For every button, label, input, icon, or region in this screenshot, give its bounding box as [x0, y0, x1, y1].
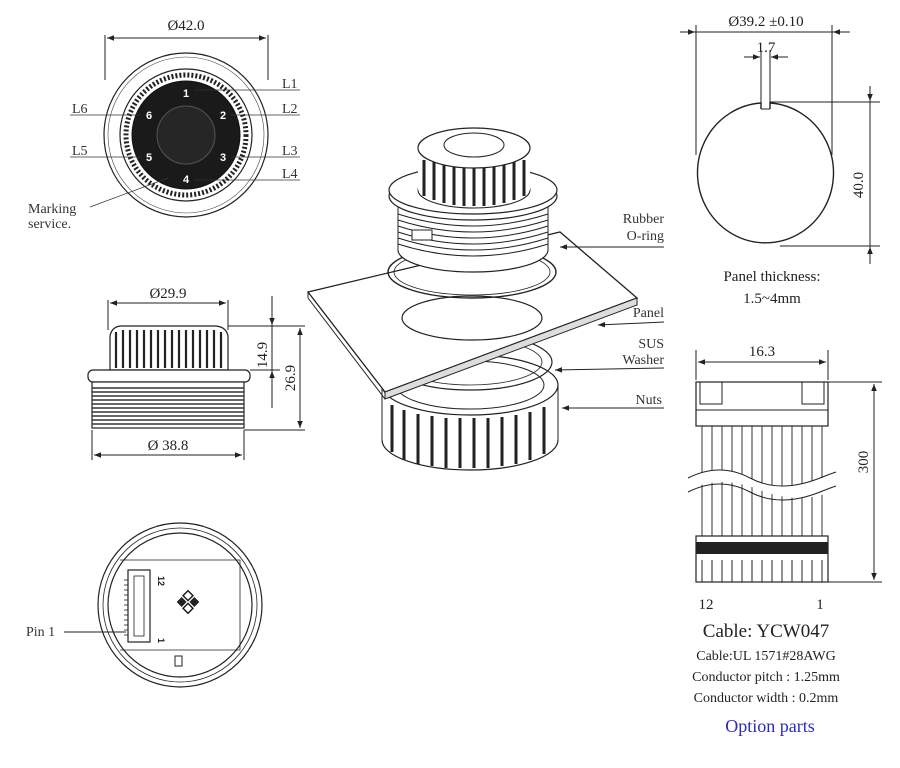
key-tab: [411, 229, 433, 241]
label-sus-line1: SUS: [638, 337, 664, 352]
pin-number-6: 6: [146, 110, 152, 122]
connector-contacts: [701, 560, 823, 582]
outer-rim-inner: [107, 56, 265, 214]
break-fill: [688, 470, 836, 498]
logo-mark-icon: [176, 589, 200, 615]
label-panel: Panel: [633, 306, 664, 321]
cable-length-label: 300: [856, 451, 872, 474]
latch-left: [699, 381, 723, 405]
key-width-label: 1.7: [757, 40, 776, 56]
option-parts-label: Option parts: [725, 716, 815, 736]
label-l1: L1: [282, 77, 298, 92]
knob-body: [109, 325, 229, 371]
bottom-inner-ring: [107, 532, 253, 678]
diameter-29-9-label: Ø29.9: [149, 286, 186, 302]
label-l3: L3: [282, 144, 298, 159]
pin1-label: Pin 1: [26, 625, 55, 640]
pin-number-5: 5: [146, 152, 152, 164]
pin-number-1: 1: [183, 88, 189, 100]
cable-width-label: 16.3: [749, 344, 775, 360]
marking-label-line1: Marking: [28, 202, 76, 217]
thread-lines: [92, 387, 244, 425]
panel-edge: [384, 297, 638, 400]
diameter-38-8-label: Ø 38.8: [148, 438, 189, 454]
pin-number-4: 4: [183, 174, 190, 186]
panel-edge-left: [307, 297, 386, 400]
break-line-top: [687, 469, 837, 487]
side-view: Ø29.9 14.9: [87, 286, 305, 460]
knurl-texture: [123, 72, 249, 198]
top-view: Ø42.0 1 2 3 4 5 6 L1 L2 L3 L4 L5 L6 Mark…: [28, 18, 300, 232]
pin-number-2: 2: [220, 110, 226, 122]
panel-hole: [401, 295, 543, 341]
knob-ribs: [114, 330, 223, 368]
center-insulator: [156, 105, 216, 165]
label-l6: L6: [72, 102, 88, 117]
diameter-42-label: Ø42.0: [167, 18, 204, 34]
bottom-outer-ring: [102, 527, 258, 683]
pin-number-3: 3: [220, 152, 226, 164]
cable-spec-pitch: Conductor pitch : 1.25mm: [692, 670, 840, 685]
marking-label-line2: service.: [28, 217, 71, 232]
height-14-9-label: 14.9: [255, 342, 271, 368]
label-l2: L2: [282, 102, 298, 117]
label-rubber-line2: O-ring: [627, 229, 664, 244]
knob-ribs-iso: [422, 160, 526, 206]
bottom-pin-1: 1: [156, 638, 166, 643]
cable-view: 16.3: [687, 344, 882, 736]
cable-pin-12: 12: [699, 597, 714, 613]
leader-panel: [597, 321, 665, 328]
break-line-bottom: [687, 483, 837, 501]
nut-ribs: [390, 405, 546, 468]
height-26-9-label: 26.9: [283, 365, 299, 391]
knob-center: [443, 132, 505, 158]
panel-thickness-label: Panel thickness:: [723, 269, 820, 285]
exploded-view: Rubber O-ring Panel SUS Washer Nuts: [306, 127, 665, 471]
flange: [87, 369, 251, 383]
panel-cutout-view: Ø39.2 ±0.10 1.7 40.0 Panel thickness: 1.…: [680, 14, 880, 307]
label-l4: L4: [282, 167, 298, 182]
cutout-outline: [696, 102, 835, 244]
bottom-key-slot: [174, 655, 183, 667]
cutout-height-label: 40.0: [851, 172, 867, 198]
bottom-view: 12 1 Pin 1: [26, 522, 263, 688]
connector-band: [696, 542, 828, 554]
cable-spec-awg: Cable:UL 1571#28AWG: [696, 649, 836, 664]
marking-leader: [89, 177, 169, 208]
panel-thickness-value: 1.5~4mm: [743, 291, 801, 307]
threaded-body: [91, 381, 245, 429]
latch-right: [801, 381, 825, 405]
label-rubber-line1: Rubber: [623, 212, 665, 227]
label-l5: L5: [72, 144, 88, 159]
leader-washer: [554, 367, 665, 373]
header-pins: [124, 579, 128, 636]
cable-title: Cable: YCW047: [703, 621, 829, 642]
pcb-outline: [120, 559, 241, 651]
label-sus-line2: Washer: [622, 353, 664, 368]
label-nuts: Nuts: [636, 393, 662, 408]
cutout-diameter-label: Ø39.2 ±0.10: [728, 14, 803, 30]
cable-spec-width: Conductor width : 0.2mm: [694, 691, 839, 706]
header-slot: [133, 575, 145, 637]
bottom-pin-12: 12: [156, 576, 166, 586]
cable-pin-1: 1: [816, 597, 824, 613]
